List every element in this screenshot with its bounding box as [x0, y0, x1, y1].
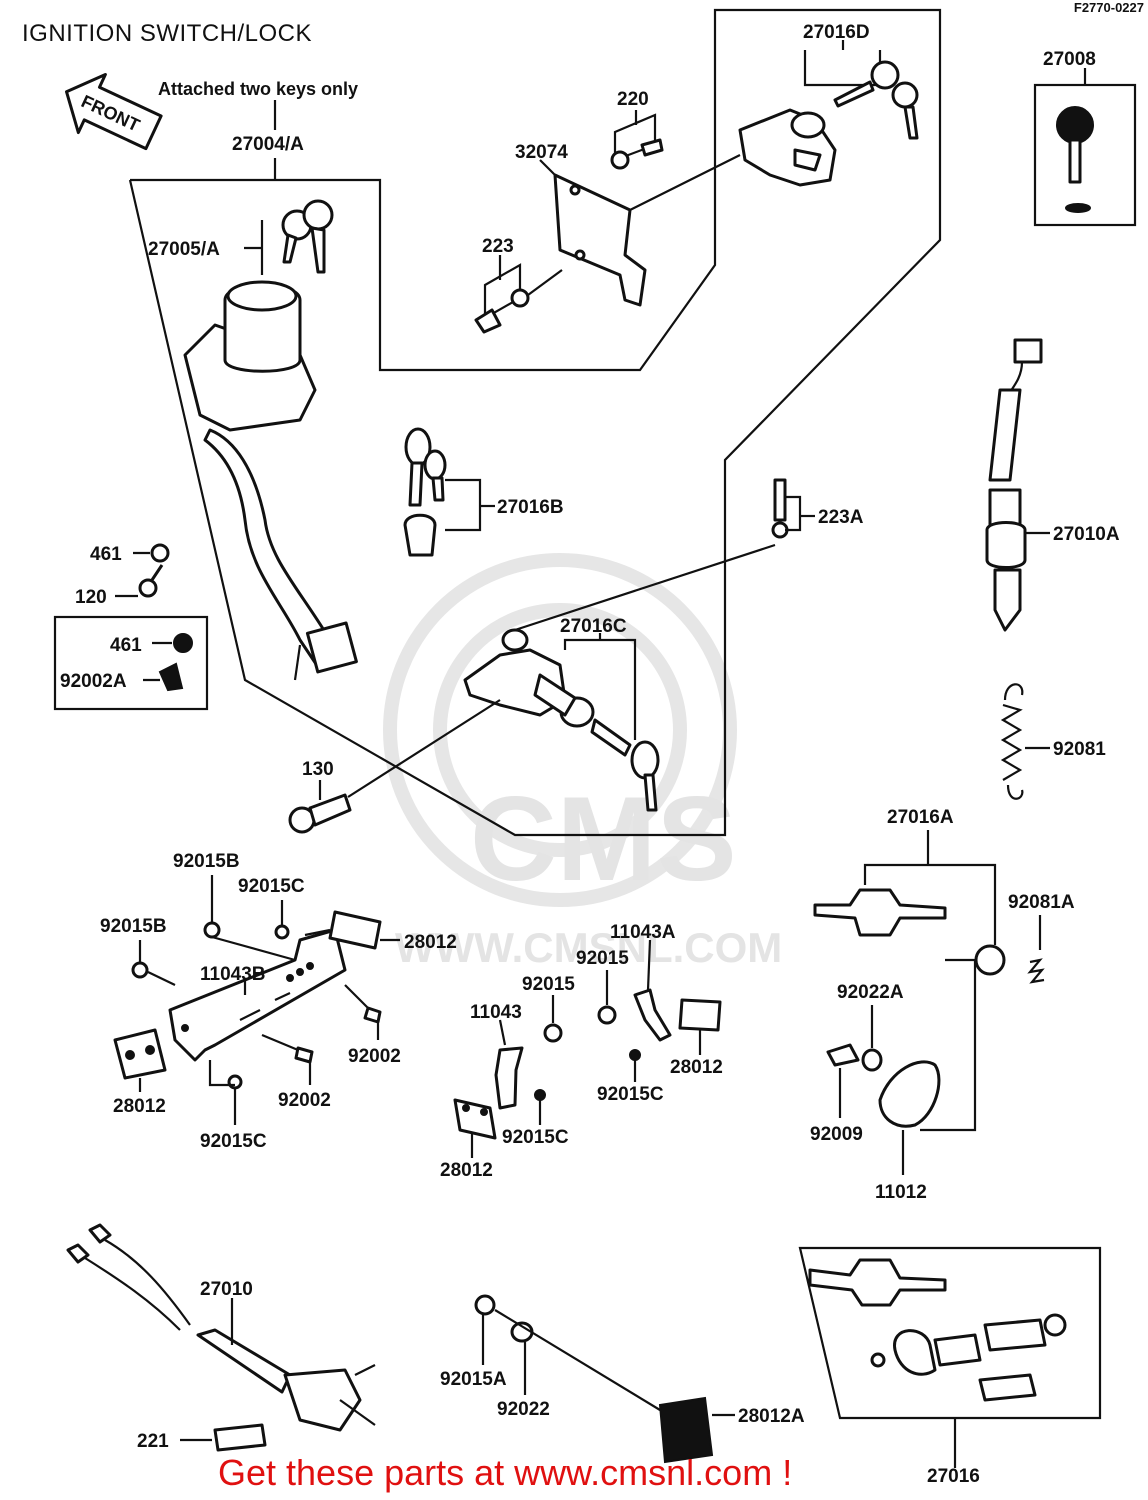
washer-220 [610, 150, 630, 170]
label-27016b: 27016B [497, 497, 564, 518]
label-27016c: 27016C [560, 616, 627, 637]
label-92002-mid: 92002 [278, 1090, 331, 1111]
label-27010a: 27010A [1053, 524, 1120, 545]
pad-28012d [453, 1098, 497, 1140]
label-11043a: 11043A [610, 922, 676, 943]
label-92022a: 92022A [837, 982, 904, 1003]
screw-223 [474, 308, 502, 334]
label-92015b-left: 92015B [100, 916, 167, 937]
plate-11012 [878, 1060, 941, 1128]
watermark-url: WWW.CMSNL.COM [395, 924, 782, 971]
label-32074: 32074 [515, 142, 568, 163]
key-27016d [833, 60, 919, 140]
label-92015c-top: 92015C [238, 876, 305, 897]
label-27008: 27008 [1043, 49, 1096, 70]
lock-27016c [463, 628, 595, 728]
label-92015a: 92015A [440, 1369, 507, 1390]
label-92002a: 92002A [60, 671, 127, 692]
screw-221 [213, 1423, 267, 1452]
ignition-switch [183, 280, 358, 681]
inset-box [53, 615, 209, 711]
label-11012: 11012 [875, 1182, 927, 1203]
lever-11043 [494, 1046, 524, 1110]
label-92015-lower: 92015 [522, 974, 575, 995]
lock-set-27016 [808, 1258, 1067, 1402]
screw-223a [773, 478, 787, 522]
front-arrow: FRONT [64, 73, 163, 151]
label-92081: 92081 [1053, 739, 1106, 760]
label-461a: 461 [90, 544, 122, 565]
label-28012-left: 28012 [113, 1096, 166, 1117]
label-27004a: 27004/A [232, 134, 304, 155]
label-28012a: 28012A [738, 1406, 805, 1427]
label-461b: 461 [110, 635, 142, 656]
label-92015-upper: 92015 [576, 948, 629, 969]
label-92015b-top: 92015B [173, 851, 240, 872]
label-223: 223 [482, 236, 514, 257]
lock-set-box-27016 [798, 1246, 1102, 1420]
label-130: 130 [302, 759, 334, 780]
lock-27016a [813, 888, 1006, 976]
washer-461 [150, 543, 170, 563]
pad-28012b [113, 1028, 167, 1080]
switch-27010 [66, 1223, 376, 1432]
label-223a: 223A [818, 507, 864, 528]
assembly-outline-27004a [128, 8, 942, 837]
page-title: IGNITION SWITCH/LOCK [22, 20, 313, 47]
label-28012-top: 28012 [404, 932, 457, 953]
label-92015c-mid: 92015C [597, 1084, 664, 1105]
label-220: 220 [617, 89, 649, 110]
label-28012-low: 28012 [440, 1160, 493, 1181]
label-11043: 11043 [470, 1002, 522, 1023]
label-27016a: 27016A [887, 807, 954, 828]
bolt-120 [138, 564, 164, 598]
footer-link-text[interactable]: Get these parts at www.cmsnl.com ! [218, 1452, 793, 1493]
bracket-32074 [553, 173, 647, 307]
label-27010: 27010 [200, 1279, 253, 1300]
label-92009: 92009 [810, 1124, 863, 1145]
label-28012-mid: 28012 [670, 1057, 723, 1078]
key-27008 [1056, 106, 1094, 144]
switch-27010a [985, 338, 1043, 632]
bolt-92009 [826, 1043, 860, 1067]
spring-92081a [1027, 958, 1045, 984]
bracket-11043b [168, 928, 347, 1062]
spring-92081 [1000, 683, 1024, 800]
key-27016c [590, 718, 660, 812]
label-92022: 92022 [497, 1399, 550, 1420]
label-27016d: 27016D [803, 22, 870, 43]
label-92015c-low: 92015C [502, 1127, 569, 1148]
label-120: 120 [75, 587, 107, 608]
part-labels: 27004/A 27005/A 461 120 461 92002A 220 3… [60, 22, 1120, 1487]
lock-27016d [738, 108, 837, 187]
pad-28012a [328, 910, 382, 950]
label-11043b: 11043B [200, 964, 266, 985]
label-27016: 27016 [927, 1466, 980, 1487]
label-221: 221 [137, 1431, 169, 1452]
label-27005a: 27005/A [148, 239, 220, 260]
pad-28012c [678, 998, 722, 1032]
lever-11043a [633, 988, 672, 1042]
label-92015c-bottom: 92015C [200, 1131, 267, 1152]
pad-28012a-lower [658, 1396, 714, 1464]
note-text: Attached two keys only [158, 79, 358, 99]
watermark-brand: CMS [470, 772, 737, 906]
drawing-code: F2770-0227 [1073, 0, 1144, 15]
nut-92015a [474, 1294, 496, 1316]
key-27016b [403, 427, 447, 557]
key-27005a [281, 199, 334, 274]
bolt-130 [288, 793, 352, 834]
label-92002-right: 92002 [348, 1046, 401, 1067]
label-92081a: 92081A [1008, 892, 1075, 913]
washer-92022a [861, 1048, 883, 1072]
watermark: CMS WWW.CMSNL.COM [383, 553, 782, 971]
